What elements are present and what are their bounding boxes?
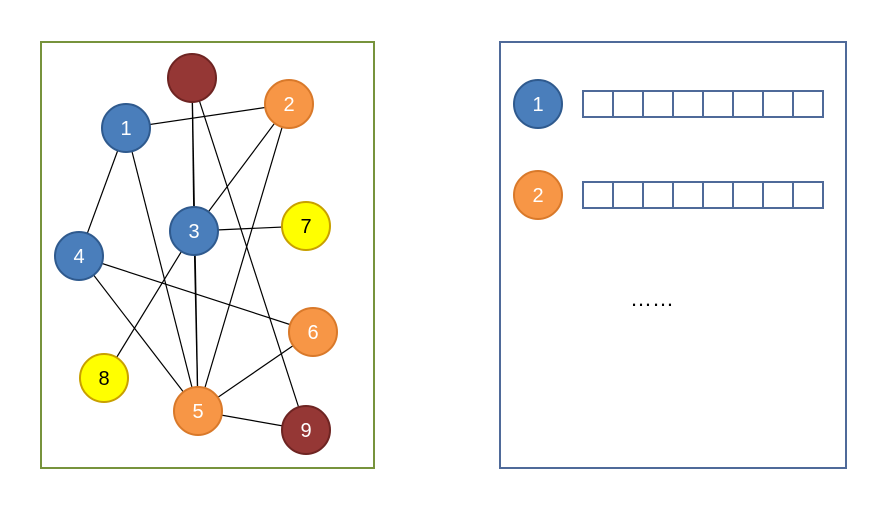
row-2-cell-1 [582, 181, 614, 209]
edge-top-9 [191, 77, 307, 431]
node-label-4: 4 [73, 246, 84, 268]
node-label-7: 7 [300, 216, 311, 238]
node-label-1: 1 [120, 118, 131, 140]
row-2-cell-5 [702, 181, 734, 209]
row-2-cell-7 [762, 181, 794, 209]
graph-edges [78, 77, 314, 431]
graph-node-8: 8 [79, 353, 129, 403]
graph-node-7: 7 [281, 201, 331, 251]
adjacency-rows: 12 [513, 79, 824, 220]
row-2-cell-6 [732, 181, 764, 209]
graph-node-5: 5 [173, 386, 223, 436]
node-label-3: 3 [188, 221, 199, 243]
row-node-label-2: 2 [532, 185, 543, 207]
node-label-9: 9 [300, 420, 311, 442]
row-node-1 [513, 79, 563, 129]
row-1-cell-8 [792, 90, 824, 118]
row-1-cell-1 [582, 90, 614, 118]
node-circle-top [167, 53, 217, 103]
row-node-label-1: 1 [532, 94, 543, 116]
edge-1-5 [125, 127, 199, 412]
edge-3-8 [103, 230, 195, 379]
graph-node-2: 2 [264, 79, 314, 129]
node-circle-8 [79, 353, 129, 403]
node-circle-6 [288, 307, 338, 357]
edge-4-5 [78, 255, 199, 412]
row-2-cell-4 [672, 181, 704, 209]
row-node-2 [513, 170, 563, 220]
adjacency-ellipsis: …… [630, 286, 674, 311]
graph-node-9: 9 [281, 405, 331, 455]
node-circle-9 [281, 405, 331, 455]
row-2-cell-3 [642, 181, 674, 209]
row-1-cell-7 [762, 90, 794, 118]
node-label-2: 2 [283, 94, 294, 116]
node-circle-4 [54, 231, 104, 281]
row-1-cell-6 [732, 90, 764, 118]
node-circle-3 [169, 206, 219, 256]
graph-node-4: 4 [54, 231, 104, 281]
row-1-cell-4 [672, 90, 704, 118]
node-label-8: 8 [98, 368, 109, 390]
graph-node-6: 6 [288, 307, 338, 357]
graph-node-3: 3 [169, 206, 219, 256]
edge-4-6 [78, 255, 314, 333]
row-1-cell-5 [702, 90, 734, 118]
node-circle-1 [101, 103, 151, 153]
graph-node-top [167, 53, 217, 103]
row-2-cell-2 [612, 181, 644, 209]
node-label-5: 5 [192, 401, 203, 423]
graph-nodes: 1 2 3 4 5 6 7 8 9 [54, 53, 338, 455]
edge-2-3 [193, 103, 290, 232]
graph-frame [40, 41, 375, 469]
row-2-cell-8 [792, 181, 824, 209]
edge-1-2 [125, 103, 290, 129]
graph-node-1: 1 [101, 103, 151, 153]
edge-2-5 [197, 103, 290, 412]
adjacency-row-1: 1 [513, 79, 824, 129]
node-circle-7 [281, 201, 331, 251]
node-circle-5 [173, 386, 223, 436]
node-circle-2 [264, 79, 314, 129]
row-1-cell-3 [642, 90, 674, 118]
adjacency-frame [499, 41, 847, 469]
adjacency-row-2: 2 [513, 170, 824, 220]
node-label-6: 6 [307, 322, 318, 344]
row-1-cell-2 [612, 90, 644, 118]
